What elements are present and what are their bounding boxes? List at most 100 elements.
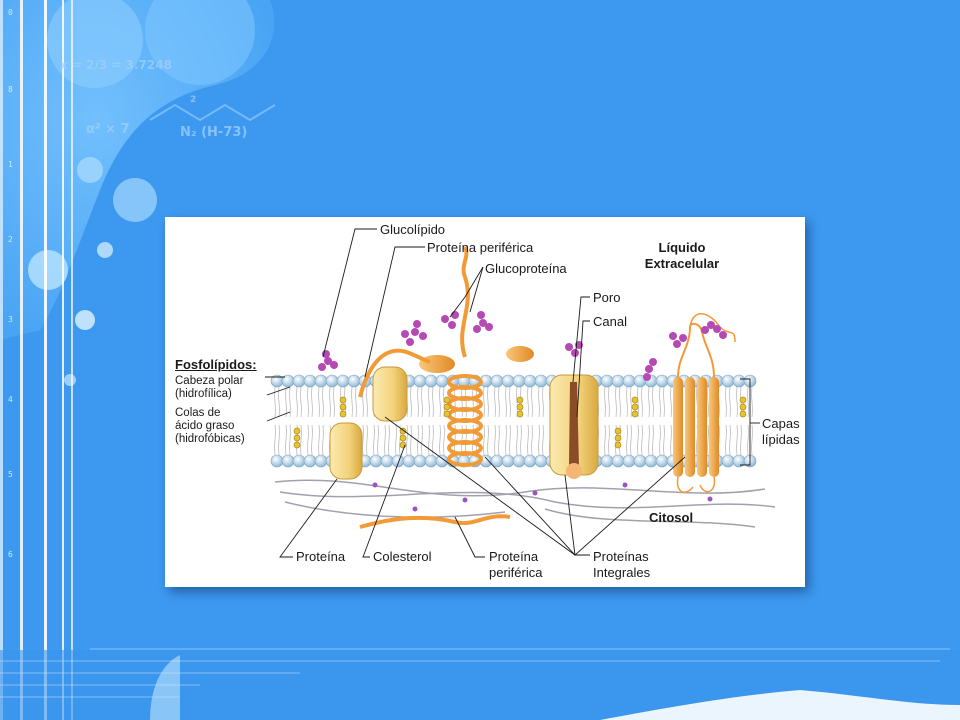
lipid-tail	[383, 424, 387, 456]
label-proteina-periferica-bottom-1: Proteína	[489, 549, 539, 564]
lipid-tail	[614, 386, 618, 418]
lipid-tail	[420, 424, 424, 456]
lipid-tail	[739, 424, 743, 456]
lipid-tail	[625, 424, 629, 456]
lipid-tail	[618, 386, 622, 418]
lipid-tail	[306, 386, 310, 418]
lipid-tail	[519, 424, 523, 456]
background-molecule	[149, 103, 276, 122]
lipid-head	[270, 454, 284, 468]
label-proteinas-integrales-1: Proteínas	[593, 549, 649, 564]
cholesterol-molecules	[293, 396, 747, 449]
sugar-chains	[318, 311, 727, 381]
lipid-tail	[273, 424, 277, 456]
lipid-tail	[607, 386, 611, 418]
label-cabeza-polar: Cabeza polar	[175, 375, 244, 387]
label-poro: Poro	[593, 290, 621, 305]
background-bubble	[75, 310, 95, 330]
lipid-tail	[416, 386, 420, 418]
lipid-tail	[706, 386, 710, 418]
background-bubble	[113, 178, 157, 222]
peripheral-protein-ribbon-top	[358, 348, 431, 398]
lipid-tail	[299, 386, 303, 418]
label-proteina: Proteína	[296, 549, 346, 564]
label-citosol: Citosol	[649, 510, 694, 525]
background-wave	[150, 655, 180, 720]
peripheral-protein-ribbon-bottom	[359, 514, 511, 529]
lipid-tail	[662, 386, 666, 418]
lipid-tail	[541, 386, 545, 418]
lipid-tail	[526, 424, 530, 456]
pore-ion	[566, 463, 582, 479]
lipid-tail	[706, 424, 710, 456]
lipid-tail	[442, 424, 446, 456]
lipid-tail	[493, 424, 497, 456]
ruler-number: 3	[8, 315, 13, 324]
lipid-tail	[273, 386, 277, 418]
lipid-tail	[464, 386, 468, 418]
lipid-head	[611, 374, 625, 388]
lipid-tail	[647, 424, 651, 456]
label-colesterol: Colesterol	[373, 549, 432, 564]
ruler-line	[20, 0, 23, 720]
peripheral-protein-top	[506, 346, 534, 362]
lipid-head	[523, 454, 537, 468]
lipid-head	[281, 454, 295, 468]
lipid-tail	[607, 424, 611, 456]
lipid-tail	[750, 386, 754, 418]
lipid-head	[655, 374, 669, 388]
lipid-head	[325, 374, 339, 388]
ruler-number: 2	[8, 235, 13, 244]
lipid-head	[336, 374, 350, 388]
lipid-tail	[724, 424, 728, 456]
lipid-tail	[508, 386, 512, 418]
lipid-tail	[482, 386, 486, 418]
lipid-tail	[310, 386, 314, 418]
lipid-tail	[658, 386, 662, 418]
lipid-head	[292, 454, 306, 468]
cytoskeleton-fibers	[274, 479, 776, 528]
lipid-tail	[295, 386, 299, 418]
lipid-tail	[288, 386, 292, 418]
lipid-tail	[427, 386, 431, 418]
lipid-head	[622, 454, 636, 468]
glycoprotein-helix	[447, 374, 483, 467]
integral-protein-left	[372, 366, 408, 422]
lipid-tail	[530, 424, 534, 456]
lipid-tail	[321, 386, 325, 418]
background-formula: 2	[190, 95, 197, 105]
label-leader-lines	[265, 228, 760, 558]
lipid-tail	[431, 424, 435, 456]
glycoprotein-stalk	[460, 246, 470, 358]
fiber-beads	[372, 482, 713, 512]
lipid-head	[633, 454, 647, 468]
lipid-tail	[438, 424, 442, 456]
ruler-line	[71, 0, 73, 720]
lipid-tail	[603, 424, 607, 456]
lipid-tail	[647, 386, 651, 418]
lipid-tail	[310, 424, 314, 456]
lipid-tail	[493, 386, 497, 418]
lipid-head	[303, 374, 317, 388]
lipid-head	[413, 374, 427, 388]
lipid-tail	[728, 424, 732, 456]
label-proteinas-integrales-2: Integrales	[593, 565, 651, 580]
label-lipidas: lípidas	[762, 432, 800, 447]
label-extracelular: Extracelular	[644, 256, 720, 271]
lipid-head	[424, 454, 438, 468]
lipid-tail	[530, 386, 534, 418]
lipid-tail	[541, 424, 545, 456]
lipid-tail	[735, 424, 739, 456]
lipid-head	[721, 374, 735, 388]
lipid-head	[292, 374, 306, 388]
lipid-tail	[640, 386, 644, 418]
lipid-head	[512, 374, 526, 388]
label-canal: Canal	[593, 314, 627, 329]
lipid-tail	[361, 424, 365, 456]
lipid-tail	[504, 424, 508, 456]
label-glucolipido: Glucolípido	[380, 222, 446, 237]
lipid-tail	[299, 424, 303, 456]
polar-heads-inner-layer	[270, 454, 757, 468]
lipid-tail	[504, 386, 508, 418]
